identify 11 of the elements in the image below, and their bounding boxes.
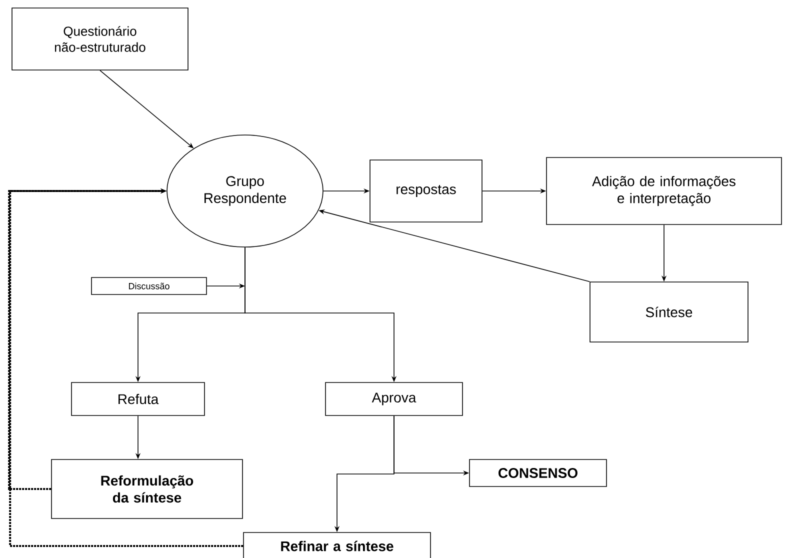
process-box: Discussão (91, 277, 207, 295)
process-box: Questionário não-estruturado (12, 8, 188, 70)
process-box: Síntese (590, 282, 748, 342)
process-box: Refinar a síntese (243, 532, 431, 558)
arrow (9, 188, 244, 547)
process-box: Refuta (71, 382, 205, 416)
process-box: Adição de informações e interpretação (546, 157, 782, 225)
process-box: Reformulação da síntese (51, 459, 243, 519)
process-box: CONSENSO (469, 459, 607, 487)
process-box: respostas (370, 160, 482, 222)
process-box: Aprova (325, 382, 463, 416)
